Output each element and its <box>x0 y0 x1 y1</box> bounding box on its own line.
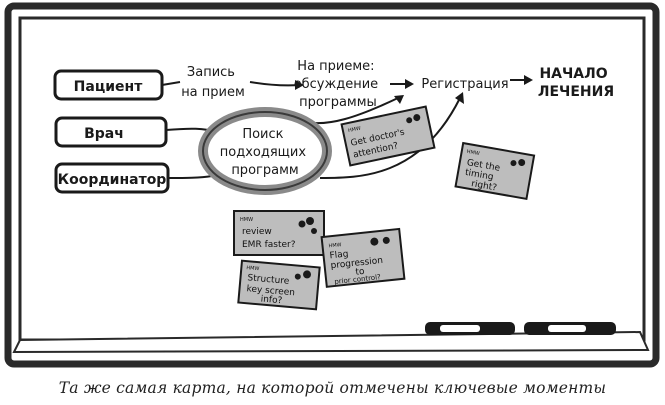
sticky-note: HMW review EMR faster? <box>233 210 325 256</box>
sticky-note: HMW Get the timing right? <box>454 141 536 201</box>
whiteboard: Пациент Врач Координатор Запись на прием… <box>4 2 660 368</box>
actor-patient: Пациент <box>53 69 164 101</box>
svg-text:EMR faster?: EMR faster? <box>242 240 296 250</box>
svg-text:review: review <box>242 227 272 237</box>
svg-text:to: to <box>355 267 366 278</box>
step-consultation: На приеме: обсуждение программы <box>294 59 383 110</box>
actor-doctor-label: Врач <box>84 126 124 142</box>
sticky-note: HMW Get doctor's attention? <box>340 105 436 167</box>
flow-connectors <box>161 79 528 179</box>
svg-text:timing: timing <box>464 168 494 183</box>
svg-text:HMW: HMW <box>328 242 342 249</box>
svg-text:info?: info? <box>260 294 283 306</box>
actor-patient-label: Пациент <box>74 79 144 95</box>
actor-doctor: Врач <box>54 116 168 148</box>
step-appointment: Запись на прием <box>181 65 245 100</box>
sticky-note: HMW Flag progression to prior control? <box>320 227 406 288</box>
actor-coordinator: Координатор <box>54 162 170 194</box>
svg-text:HMW: HMW <box>466 149 480 157</box>
svg-text:Structure: Structure <box>247 273 290 287</box>
svg-text:HMW: HMW <box>348 126 362 135</box>
svg-text:HMW: HMW <box>246 265 260 272</box>
key-moment-highlight: Поиск подходящих программ <box>198 107 332 195</box>
marker-icon <box>524 322 616 335</box>
sticky-note: HMW Structure key screen info? <box>237 259 321 311</box>
svg-text:key screen: key screen <box>246 284 295 298</box>
figure-caption: Та же самая карта, на которой отмечены к… <box>58 379 607 397</box>
key-moment-label: Поиск подходящих программ <box>220 127 310 178</box>
svg-text:Flag: Flag <box>329 249 349 261</box>
step-treatment-start: НАЧАЛО ЛЕЧЕНИЯ <box>538 66 614 100</box>
svg-text:right?: right? <box>470 179 497 193</box>
marker-icon <box>425 322 515 335</box>
actor-coordinator-label: Координатор <box>58 172 167 188</box>
arrowhead-icons <box>295 75 533 104</box>
step-registration: Регистрация <box>421 77 508 92</box>
svg-text:HMW: HMW <box>240 217 253 223</box>
